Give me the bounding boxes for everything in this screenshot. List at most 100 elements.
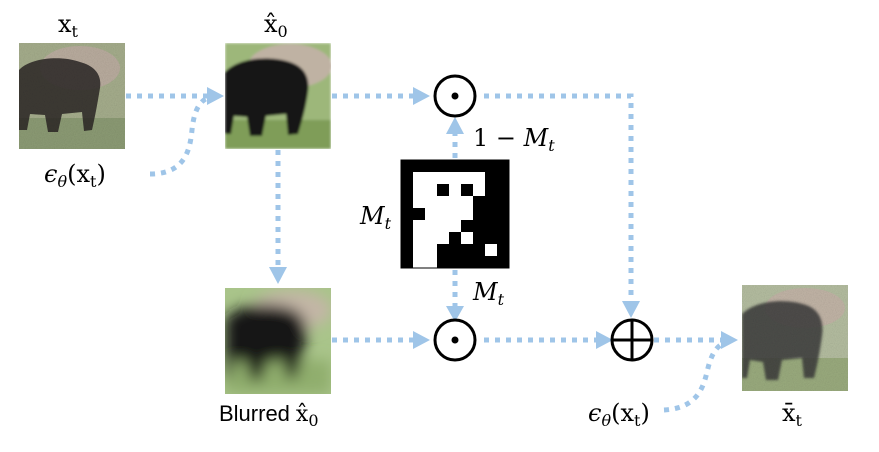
mask-cell bbox=[437, 208, 450, 221]
arrow-x0hat-to-blurred bbox=[269, 150, 287, 284]
arrow-xt-to-x0hat bbox=[126, 87, 224, 105]
mask-cell bbox=[461, 232, 474, 245]
mask-border bbox=[400, 159, 510, 269]
mask-cell bbox=[413, 208, 426, 221]
mask-cell bbox=[485, 220, 498, 233]
mask-cell bbox=[425, 172, 438, 185]
mask-cell bbox=[497, 184, 510, 197]
mask-cell bbox=[425, 196, 438, 209]
mask-cell bbox=[425, 220, 438, 233]
x0hat-image bbox=[225, 43, 331, 149]
arrow-noise-to-x0hat bbox=[149, 94, 211, 177]
mask-cell bbox=[473, 220, 486, 233]
noise-label-top: ϵθ(xt) bbox=[44, 160, 106, 191]
arrow-add-to-xbar bbox=[654, 331, 738, 349]
mask-label-left: Mt bbox=[359, 202, 392, 233]
arrow-mask-to-mult-bottom bbox=[446, 270, 464, 322]
mask-cell bbox=[437, 244, 450, 257]
mask-cell bbox=[461, 160, 474, 173]
mask-cell bbox=[401, 220, 414, 233]
arrow-mask-to-mult-top bbox=[446, 117, 464, 158]
mask-cell bbox=[473, 160, 486, 173]
mask-cell bbox=[485, 172, 498, 185]
mask-cell bbox=[449, 184, 462, 197]
mask-cell bbox=[473, 208, 486, 221]
mask-cell bbox=[401, 172, 414, 185]
mask-cell bbox=[461, 220, 474, 233]
mask-cell bbox=[485, 160, 498, 173]
mask-cell bbox=[497, 172, 510, 185]
xbar-label: x̄t bbox=[782, 399, 803, 430]
mask-label-below: Mt bbox=[472, 278, 505, 309]
mask-cell bbox=[437, 184, 450, 197]
mask-cell bbox=[461, 172, 474, 185]
mask-cell bbox=[413, 244, 426, 257]
mask-cell bbox=[485, 244, 498, 257]
mask-cell bbox=[437, 196, 450, 209]
mask-cell bbox=[473, 244, 486, 257]
mask-cell bbox=[437, 220, 450, 233]
mask-cell bbox=[425, 208, 438, 221]
mask-cell bbox=[413, 160, 426, 173]
arrow-noise-to-xbar bbox=[663, 339, 728, 413]
one-minus-mask-label: 1 − Mt bbox=[473, 124, 555, 155]
mask-cell bbox=[485, 256, 498, 269]
mask-cell bbox=[401, 256, 414, 269]
mask-cell bbox=[437, 160, 450, 173]
mask-cell bbox=[449, 208, 462, 221]
mask-cell bbox=[449, 172, 462, 185]
mask-cell bbox=[425, 256, 438, 269]
arrow-mult-top-to-add bbox=[484, 93, 640, 318]
arrow-blurred-to-mult-bottom bbox=[332, 331, 430, 349]
noise-label-bottom: ϵθ(xt) bbox=[588, 399, 650, 430]
mask-cell bbox=[473, 196, 486, 209]
mask-cell bbox=[413, 196, 426, 209]
mask-cell bbox=[497, 256, 510, 269]
mask-cell bbox=[497, 220, 510, 233]
mask-cell bbox=[401, 232, 414, 245]
mask-cell bbox=[485, 184, 498, 197]
mask-cell bbox=[461, 184, 474, 197]
mask-cell bbox=[449, 220, 462, 233]
mask-cell bbox=[497, 196, 510, 209]
mask-cell bbox=[473, 172, 486, 185]
mask-cell bbox=[401, 196, 414, 209]
blurred-image bbox=[225, 288, 331, 394]
mask-cell bbox=[413, 232, 426, 245]
mask-cell bbox=[449, 244, 462, 257]
mask-cell bbox=[461, 196, 474, 209]
multiply-bottom-operator bbox=[433, 318, 477, 362]
mask-cell bbox=[401, 244, 414, 257]
add-operator bbox=[610, 318, 654, 362]
mask-cell bbox=[437, 172, 450, 185]
mask-cell bbox=[401, 160, 414, 173]
mask-cell bbox=[425, 232, 438, 245]
arrow-x0hat-to-mult-top bbox=[332, 87, 430, 105]
xt-label: xt bbox=[58, 10, 79, 41]
mask-cell bbox=[497, 160, 510, 173]
mask-cell bbox=[437, 232, 450, 245]
mask-cell bbox=[461, 256, 474, 269]
xbar-image bbox=[742, 285, 848, 391]
mask-cell bbox=[401, 184, 414, 197]
mask-cell bbox=[449, 256, 462, 269]
mask-cell bbox=[413, 256, 426, 269]
mask-cell bbox=[497, 208, 510, 221]
mask-cell bbox=[413, 172, 426, 185]
mask-image bbox=[400, 159, 510, 269]
mask-cell bbox=[401, 208, 414, 221]
mask-cell bbox=[449, 232, 462, 245]
mask-cell bbox=[497, 232, 510, 245]
mask-cell bbox=[461, 244, 474, 257]
mask-cell bbox=[413, 220, 426, 233]
mask-cell bbox=[449, 196, 462, 209]
mask-cell bbox=[473, 256, 486, 269]
arrow-mult-bottom-to-add bbox=[484, 331, 613, 349]
mask-cell bbox=[485, 232, 498, 245]
mask-cell bbox=[425, 160, 438, 173]
mask-cell bbox=[425, 244, 438, 257]
mask-cell bbox=[473, 184, 486, 197]
multiply-top-operator bbox=[433, 74, 477, 118]
